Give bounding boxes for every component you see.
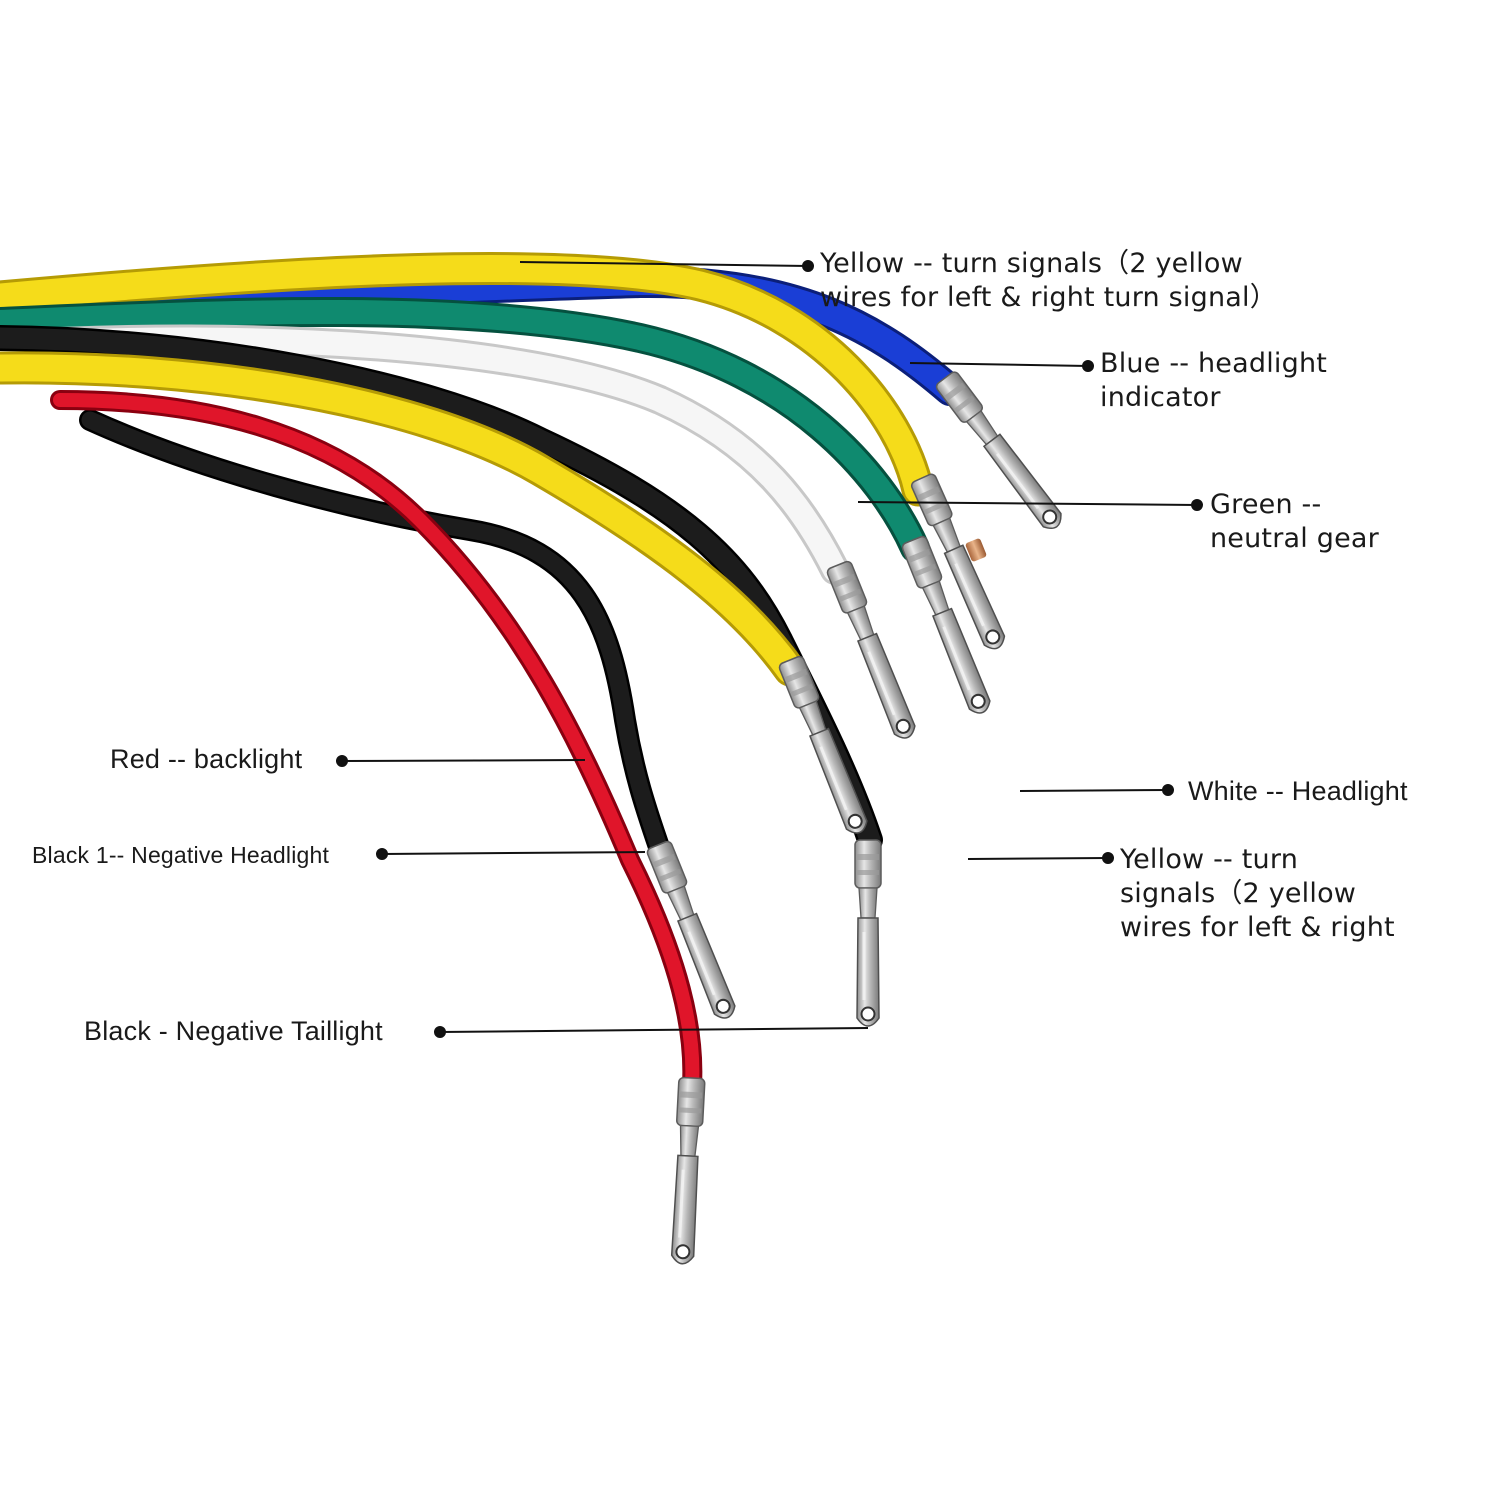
- black-label: Black - Negative Taillight: [84, 1016, 383, 1046]
- green-wire-fill: [0, 299, 927, 560]
- green-label: Green --neutral gear: [1210, 489, 1379, 554]
- terminals: [644, 368, 1069, 1266]
- black-1-label: Black 1-- Negative Headlight: [32, 842, 330, 868]
- red-terminal: [667, 1075, 707, 1266]
- red-label: Red -- backlight: [110, 744, 303, 774]
- white-terminal: [824, 558, 922, 744]
- yellow-lower-terminal: [776, 653, 874, 839]
- blue-terminal: [933, 368, 1069, 536]
- black-right-terminal: [853, 838, 883, 1028]
- white-label: White -- Headlight: [1188, 776, 1408, 806]
- yellow-top-wire-fill: [0, 255, 932, 504]
- yellow-lower-wire-fill: [0, 354, 804, 684]
